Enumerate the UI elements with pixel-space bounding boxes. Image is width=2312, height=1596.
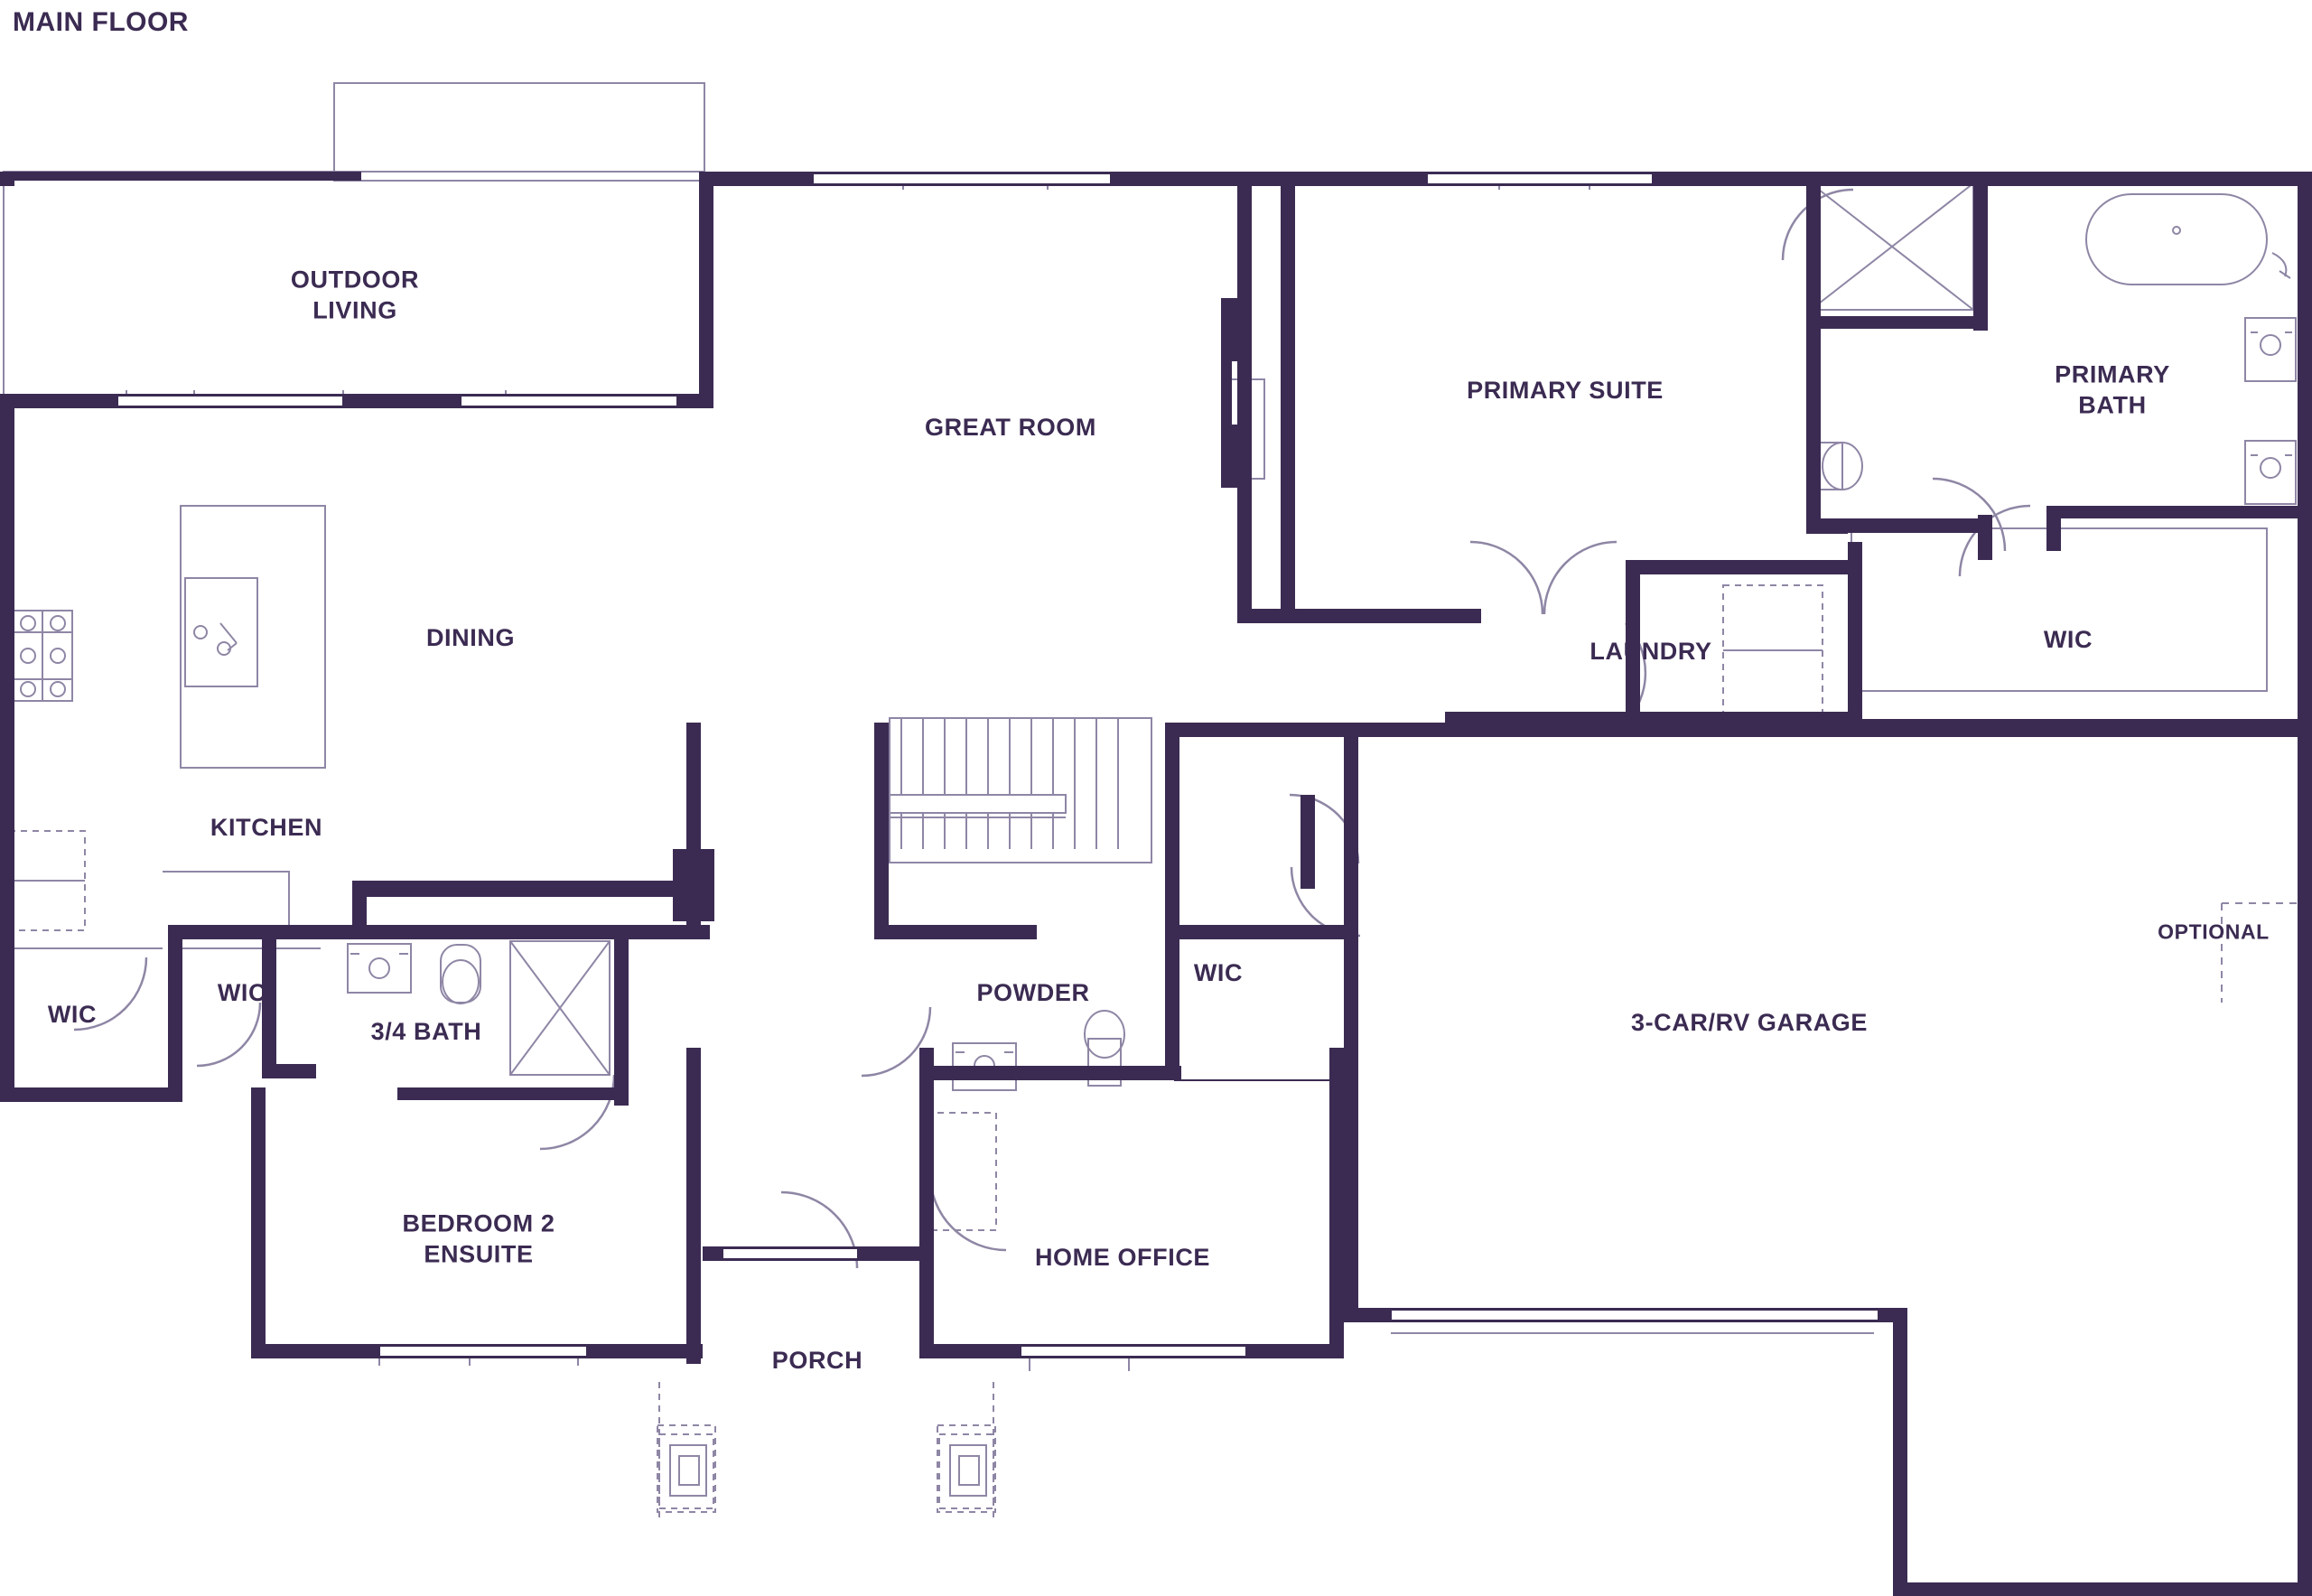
- page-title: MAIN FLOOR: [13, 7, 189, 37]
- door-swings: [73, 188, 2031, 1269]
- fixtures-and-thin-lines: [3, 82, 2312, 1517]
- walls: [0, 172, 2312, 1596]
- interior-thin-walls: [1174, 532, 1848, 1081]
- window-openings: [117, 173, 1879, 1358]
